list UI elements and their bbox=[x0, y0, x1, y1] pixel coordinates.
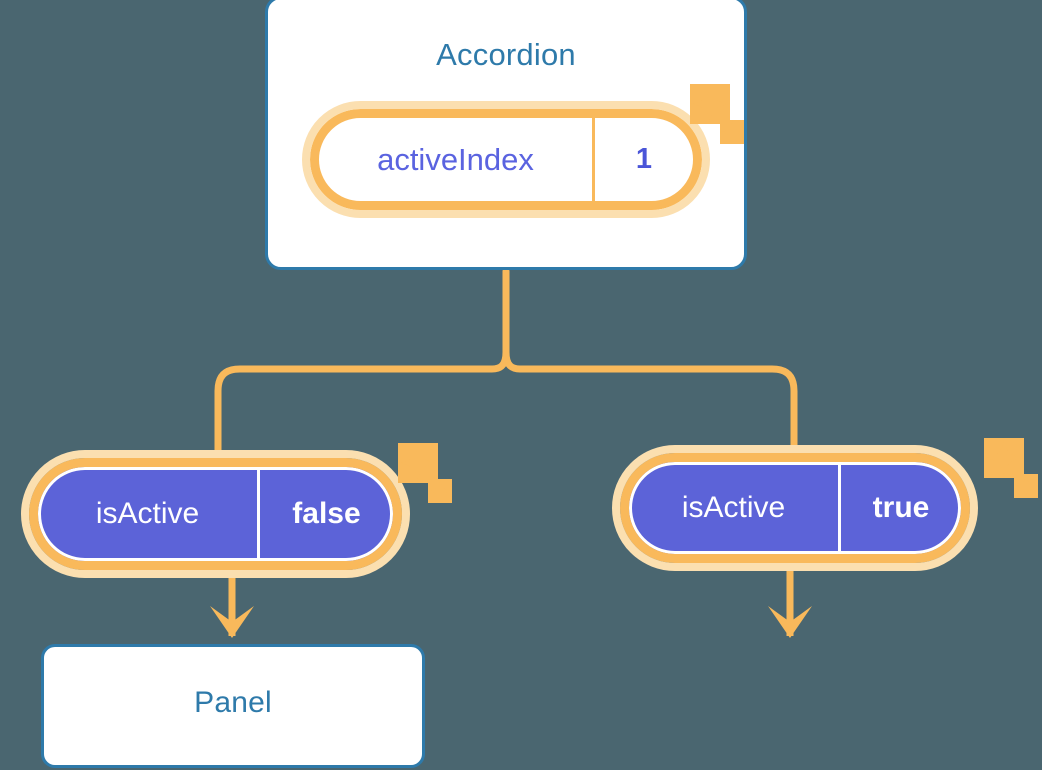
state-pill-key: activeIndex bbox=[377, 141, 534, 177]
state-pill-value: true bbox=[838, 462, 961, 554]
state-pill-is-active-false[interactable]: isActive false bbox=[21, 450, 410, 578]
state-pill-active-index[interactable]: activeIndex 1 bbox=[302, 101, 710, 218]
sparkle-four-point-small-icon bbox=[720, 120, 744, 144]
sparkle-four-point-icon bbox=[690, 84, 730, 124]
state-pill-key: isActive bbox=[681, 491, 786, 524]
sparkle-four-point-small-icon bbox=[1014, 474, 1038, 498]
arrow-down-icon-right bbox=[768, 571, 812, 638]
state-pill-key: isActive bbox=[95, 497, 200, 530]
sparkle-four-point-icon bbox=[984, 438, 1024, 478]
panel-node-title: Panel bbox=[194, 686, 272, 719]
state-pill-value: false bbox=[257, 467, 393, 561]
sparkle-four-point-small-icon bbox=[428, 479, 452, 503]
arrow-down-icon-left bbox=[210, 578, 254, 638]
state-pill-is-active-true[interactable]: isActive true bbox=[612, 445, 978, 571]
state-pill-value: 1 bbox=[592, 118, 693, 201]
branch-connector-icon bbox=[502, 267, 798, 466]
sparkle-four-point-icon bbox=[398, 443, 438, 483]
accordion-node-title: Accordion bbox=[436, 37, 576, 72]
panel-node-left[interactable]: Panel bbox=[41, 644, 425, 768]
